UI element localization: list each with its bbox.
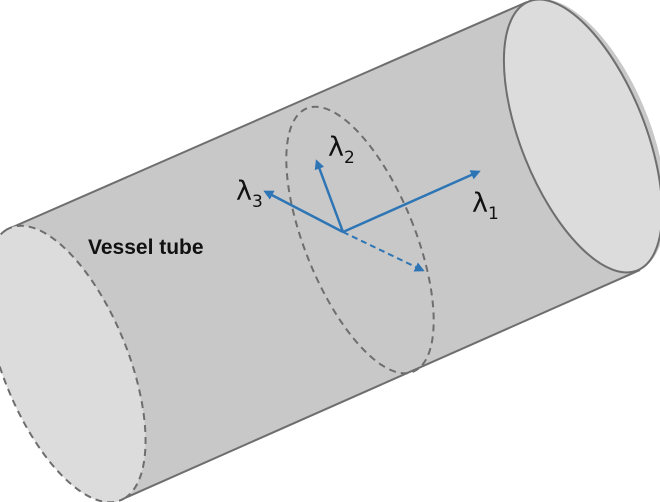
lambda3-symbol: λ	[236, 176, 252, 207]
lambda1-label: λ1	[472, 188, 499, 224]
lambda2-label: λ2	[328, 132, 355, 168]
lambda3-arrow	[263, 190, 344, 234]
lambda2-symbol: λ	[328, 132, 344, 163]
lambda1-subscript: 1	[488, 204, 499, 224]
lambda3-label: λ3	[236, 176, 263, 212]
tube-right-cap	[502, 0, 660, 274]
tube-bottom-edge	[124, 269, 641, 499]
tube-top-edge	[5, 1, 528, 231]
lambda1-symbol: λ	[472, 188, 488, 219]
tube-left-cap	[0, 225, 146, 502]
lambda2-arrow	[314, 159, 345, 233]
lambda1-arrow	[342, 170, 481, 234]
lambda2-subscript: 2	[344, 148, 355, 168]
lambda3-subscript: 3	[252, 192, 263, 212]
tube-left-cap-front-rim	[5, 224, 147, 499]
normal-dashed-arrow	[342, 231, 425, 272]
cross-section-ellipse	[285, 105, 435, 375]
vessel-tube-label: Vessel tube	[88, 236, 204, 259]
